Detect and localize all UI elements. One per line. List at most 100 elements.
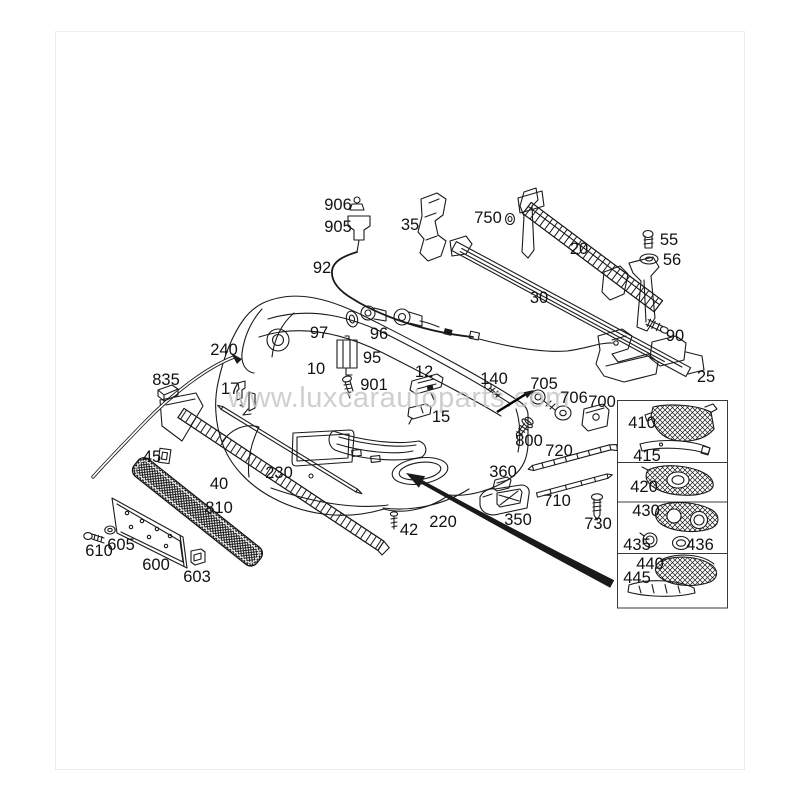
part-label-12: 12 [415,363,433,381]
fastener-705 [530,389,556,411]
pointer-arrow-small [496,390,534,414]
ring-436 [671,535,691,551]
clip-45 [157,447,172,465]
part-label-605: 605 [107,536,135,554]
part-label-440: 440 [636,555,664,573]
part-label-30: 30 [530,289,548,307]
ring-97 [345,310,359,328]
part-label-92: 92 [313,259,331,277]
part-label-240: 240 [210,341,238,359]
impact-strip-40 [159,392,390,556]
part-label-415: 415 [633,447,661,465]
strip-710 [535,473,613,498]
part-label-436: 436 [686,536,714,554]
part-label-220: 220 [429,513,457,531]
crossmember-20 [517,187,664,332]
part-label-410: 410 [628,414,656,432]
part-label-710: 710 [543,492,571,510]
part-label-35: 35 [401,216,419,234]
bolt-610 [83,532,105,544]
grille-440 [654,554,718,587]
part-label-97: 97 [310,324,328,342]
part-label-810: 810 [205,499,233,517]
grille-410 [644,403,718,442]
headlamp-washer-bulb-906 [349,196,365,211]
part-label-90: 90 [666,327,684,345]
part-label-435: 435 [623,536,651,554]
part-label-906: 906 [324,196,352,214]
part-label-230: 230 [265,464,293,482]
screw-800 [515,416,534,439]
washer-pump-905 [347,215,371,253]
part-label-901: 901 [360,376,388,394]
part-label-95: 95 [363,349,381,367]
watermark-text: www.luxcarautoparts.com [227,382,570,414]
clip-17 [236,380,256,416]
bolt-140 [484,382,501,398]
part-label-15: 15 [432,408,450,426]
washer-hose-92 [331,251,481,341]
bracket-700 [581,403,610,432]
part-label-905: 905 [324,218,352,236]
part-label-45: 45 [143,448,161,466]
part-label-96: 96 [370,325,388,343]
part-label-55: 55 [660,231,678,249]
part-label-610: 610 [85,542,113,560]
part-label-706: 706 [560,389,588,407]
part-label-705: 705 [530,375,558,393]
part-label-140: 140 [480,370,508,388]
part-label-17: 17 [221,380,239,398]
bracket-350 [479,484,530,516]
bolt-55 [642,229,654,249]
parking-sensors-96 [360,305,440,328]
grille-430 [654,501,719,533]
grommet-706 [554,405,572,421]
part-label-750: 750 [474,209,502,227]
part-label-800: 800 [515,432,543,450]
molding-strip-230 [217,404,363,495]
washer-56 [639,253,659,265]
trim-strip-240 [91,353,242,479]
bracket-15 [407,403,432,425]
clip-603 [190,548,206,566]
pointer-arrow-large [406,473,615,588]
strip-445 [627,580,696,597]
part-label-730: 730 [584,515,612,533]
screw-901 [342,375,354,399]
part-label-430: 430 [632,502,660,520]
clip-360 [492,476,512,492]
part-label-420: 420 [630,478,658,496]
part-label-56: 56 [663,251,681,269]
grommet-750 [504,212,516,226]
bracket-12 [409,373,444,401]
part-label-20: 20 [570,240,588,258]
part-label-603: 603 [183,568,211,586]
sensor-holder-95 [336,335,358,376]
bracket-35 [417,192,447,262]
screw-42 [389,511,399,530]
part-label-25: 25 [697,368,715,386]
part-label-600: 600 [142,556,170,574]
part-label-10: 10 [307,360,325,378]
mounting-bracket-25 [595,328,705,383]
grille-420 [641,465,714,496]
mesh-grille-810 [131,457,264,567]
strip-720 [527,443,618,472]
part-label-360: 360 [489,463,517,481]
wiring-harness [443,328,619,352]
image-frame [55,31,745,770]
part-label-720: 720 [545,442,573,460]
strip-415 [639,440,711,456]
part-label-40: 40 [210,475,228,493]
clip-835 [157,384,179,402]
screw-90 [645,318,669,334]
part-label-835: 835 [152,371,180,389]
labels-layer: 906 905 92 35 750 20 55 56 30 90 25 97 96 95 10 901 240 8… [85,196,715,587]
sidebar-panel [617,400,728,609]
part-label-700: 700 [588,393,616,411]
license-bracket-600 [111,497,188,569]
ring-435 [639,532,658,548]
part-label-445: 445 [623,569,651,587]
